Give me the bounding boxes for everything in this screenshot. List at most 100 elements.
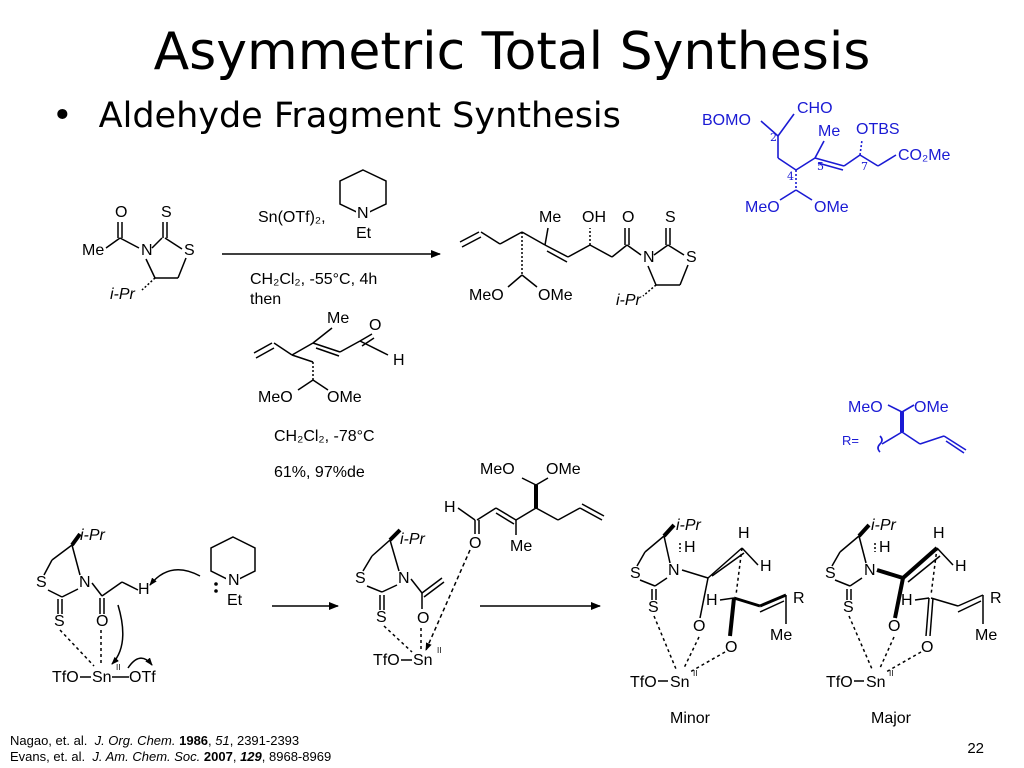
target-bond xyxy=(859,154,879,167)
reactant-ipr-label: i-Pr xyxy=(110,286,136,303)
aldehyde-bonds xyxy=(253,327,389,391)
r-group-label: R= xyxy=(842,433,859,448)
aldehyde-bond xyxy=(315,347,340,357)
ts-major-bond xyxy=(907,555,941,583)
m2-bond xyxy=(366,585,383,593)
product-bond xyxy=(647,265,657,286)
r-group-bond xyxy=(919,435,945,445)
target-cho-label: CHO xyxy=(797,100,833,117)
aldehyde-bond xyxy=(312,327,333,344)
product-ipr-label: i-Pr xyxy=(616,292,642,309)
ts-major-bond xyxy=(876,568,904,580)
ts-major-bond xyxy=(857,523,871,538)
ts-major-h-ald-label: H xyxy=(901,592,913,609)
ts-minor-bond xyxy=(741,547,759,566)
m1-base-et-label: Et xyxy=(227,592,243,609)
m2-ald-h-label: H xyxy=(444,499,456,516)
ts-minor-sn-ox-label: II xyxy=(693,669,697,678)
aldehyde-reagent: Me O H MeO OMe CH₂Cl₂, -78°C 61%, 97%de xyxy=(253,310,405,481)
m2-bond xyxy=(521,477,537,486)
target-ome-label: OMe xyxy=(814,199,849,216)
product-bond xyxy=(521,274,538,288)
product-bond xyxy=(679,264,689,286)
product-bond xyxy=(546,250,568,263)
target-c4-label: 4 xyxy=(787,170,794,183)
reactant-ring-s-label: S xyxy=(184,242,195,259)
ts-minor-tfo-label: TfO xyxy=(630,674,657,691)
references: Nagao, et. al. J. Org. Chem. 1986, 51, 2… xyxy=(10,733,331,765)
ts-major-bond xyxy=(848,615,873,670)
m1-bond xyxy=(43,559,53,576)
product-bond xyxy=(461,236,482,248)
m1-bond xyxy=(71,544,81,576)
product-bond xyxy=(499,231,523,245)
m1-bond xyxy=(70,532,82,547)
aldehyde-bond xyxy=(312,342,341,353)
m2-ald-meo-label: MeO xyxy=(480,461,515,478)
target-c2-label: 2 xyxy=(770,131,777,144)
m1-n-label: N xyxy=(79,574,91,591)
target-me-label: Me xyxy=(818,123,840,140)
m1-exo-s-label: S xyxy=(54,613,65,630)
r-group-ome-label: OMe xyxy=(914,399,949,416)
product-bond xyxy=(459,231,480,243)
ts-major-bond xyxy=(885,651,922,673)
m2-bond xyxy=(388,528,402,542)
ts-minor-bond xyxy=(733,596,761,608)
m2-bond xyxy=(410,578,423,594)
m2-bonds xyxy=(362,477,605,661)
m2-bond xyxy=(495,507,517,521)
reactant-me-label: Me xyxy=(82,242,104,259)
target-bomo-label: BOMO xyxy=(702,112,751,129)
aldehyde-bond xyxy=(255,347,275,359)
ts-major-h-vinyl-label: H xyxy=(933,525,945,542)
ts-minor-bond xyxy=(759,593,787,608)
page-number: 22 xyxy=(967,740,984,757)
ts-major-bond xyxy=(929,597,934,637)
conditions-1: CH₂Cl₂, -55°C, 4h xyxy=(250,271,377,288)
r-group-bond xyxy=(945,440,965,454)
aldehyde-meo-label: MeO xyxy=(258,389,293,406)
ref2-pages: 8968-8969 xyxy=(269,749,332,764)
ts-major-bond xyxy=(930,547,938,596)
m1-base-n-label: N xyxy=(228,572,240,589)
m2-bond xyxy=(495,512,515,525)
m2-bond xyxy=(423,581,445,598)
ts-minor-bond xyxy=(707,547,743,579)
product-meo-label: MeO xyxy=(469,287,504,304)
bullet-item: • Aldehyde Fragment Synthesis xyxy=(52,96,621,136)
target-bond xyxy=(843,154,861,167)
aldehyde-bond xyxy=(291,342,314,356)
product-bond xyxy=(642,284,657,297)
aldehyde-bond xyxy=(273,342,293,356)
m1-base-n-mask xyxy=(226,570,240,586)
ts-major-h-vinyl2-label: H xyxy=(955,558,967,575)
target-bond xyxy=(777,113,795,137)
ts-minor-bond xyxy=(719,597,735,601)
m2-bond xyxy=(371,539,391,557)
ts-minor-bond xyxy=(662,523,676,538)
target-c7-label: 7 xyxy=(861,160,868,173)
m1-s-label: S xyxy=(36,574,47,591)
ts-major-bond xyxy=(834,579,851,587)
target-bond xyxy=(760,120,779,137)
slide-title: Asymmetric Total Synthesis xyxy=(153,22,871,82)
target-bond xyxy=(795,189,813,201)
m1-bonds xyxy=(43,532,201,678)
m1-bond xyxy=(91,582,103,597)
m2-bond xyxy=(383,625,413,653)
m2-exo-s-label: S xyxy=(376,609,387,626)
r-group-meo-label: MeO xyxy=(848,399,883,416)
reactant-n-label: N xyxy=(141,242,153,259)
aldehyde-bond xyxy=(339,340,361,353)
m1-bond xyxy=(47,589,63,598)
ts-major-bond xyxy=(936,547,954,566)
ts-major: i-Pr H H H S N S O H O R Me TfO Sn II Ma… xyxy=(825,517,1002,727)
aldehyde-o-label: O xyxy=(369,317,381,334)
ts-major-bond xyxy=(879,636,895,669)
mechanism-step-1: i-Pr S N S O H TfO Sn II OTf N Et xyxy=(36,527,339,686)
target-c5-label: 5 xyxy=(817,160,824,173)
ts-major-exo-s-label: S xyxy=(843,599,854,616)
product-o-label: O xyxy=(622,209,634,226)
